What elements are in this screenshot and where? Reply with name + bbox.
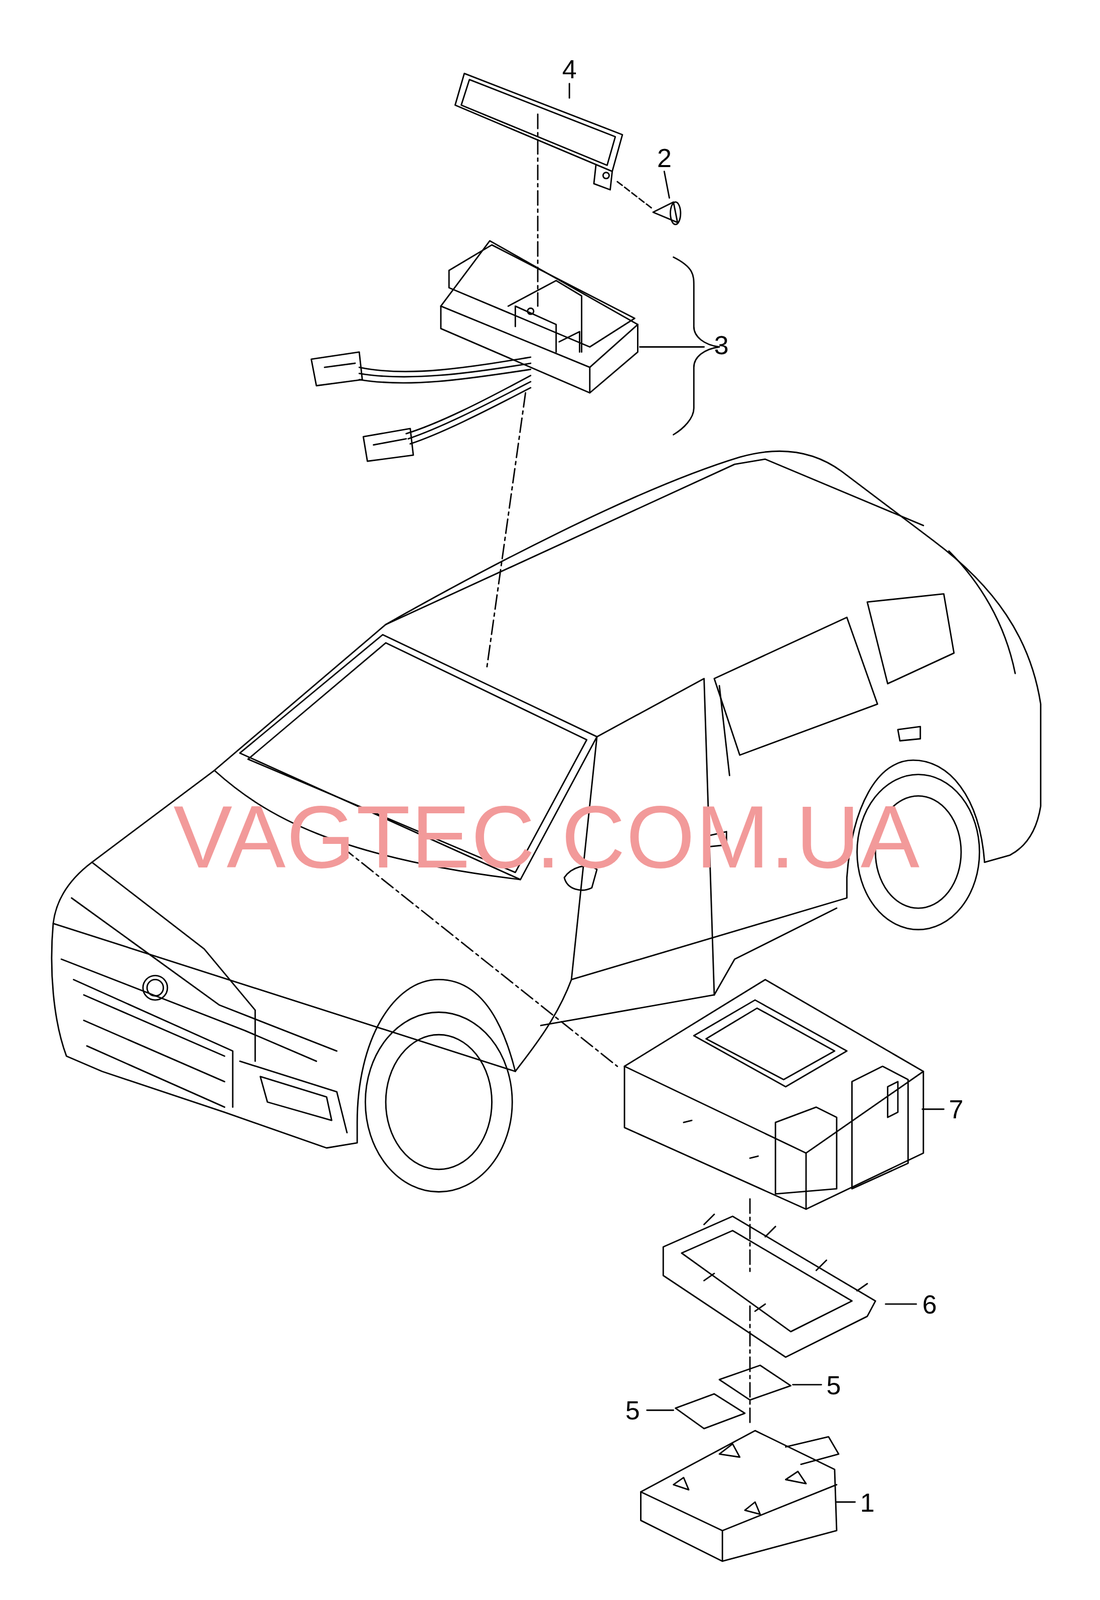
mounting-frame [663,1213,916,1424]
callout-number: 5 [826,1371,842,1398]
module-housing [624,979,945,1276]
cover-plate [454,73,623,190]
callout-number: 7 [949,1095,964,1123]
callout-number: 3 [714,332,729,359]
adhesive-pad [647,1364,822,1429]
clip [617,171,681,225]
watermark: VAGTEC.COM.UA [173,792,921,881]
control-module [311,114,720,669]
callout-number: 1 [860,1489,875,1516]
callout-number: 2 [657,144,672,172]
callout-number: 5 [625,1396,641,1424]
callout-number: 6 [922,1291,937,1318]
callout-number: 4 [562,56,577,83]
tray [641,1430,856,1561]
vehicle-outline [51,450,1041,1192]
